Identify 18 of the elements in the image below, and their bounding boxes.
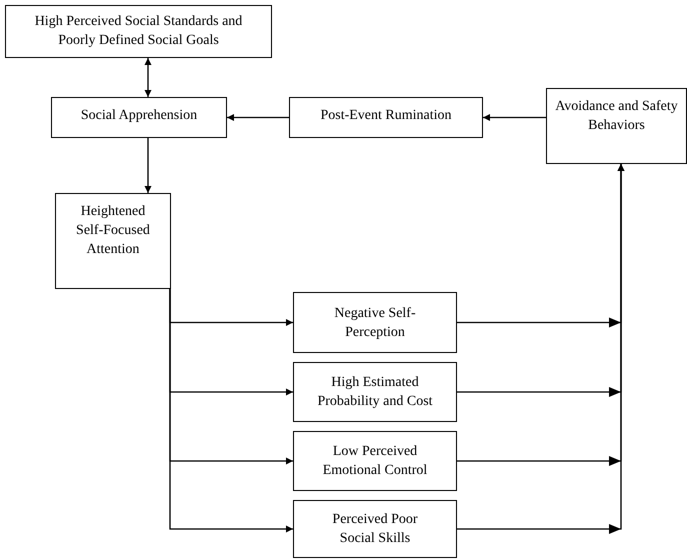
process-box: [293, 500, 457, 558]
process-box: [55, 193, 171, 289]
process-box: [293, 431, 457, 491]
process-box: [546, 88, 687, 164]
box-label: Negative Self-Perception: [333, 304, 417, 342]
process-box: [5, 5, 272, 58]
box-label: Heightened Self-Focused Attention: [75, 203, 151, 259]
box-label: Social Apprehension: [80, 107, 198, 125]
process-box: [289, 97, 483, 138]
box-label: High Estimated Probability and Cost: [316, 374, 434, 411]
process-box: [293, 362, 457, 422]
process-box: [293, 292, 457, 353]
box-label: Low Perceived Emotional Control: [322, 443, 428, 480]
box-label: Post-Event Rumination: [320, 107, 452, 125]
box-label: Avoidance and Safety Behaviors: [554, 98, 679, 135]
box-label: Perceived Poor Social Skills: [331, 511, 419, 548]
process-box: [51, 97, 227, 138]
box-label: High Perceived Social Standards and Poorly Defined Social Goals: [34, 13, 244, 50]
